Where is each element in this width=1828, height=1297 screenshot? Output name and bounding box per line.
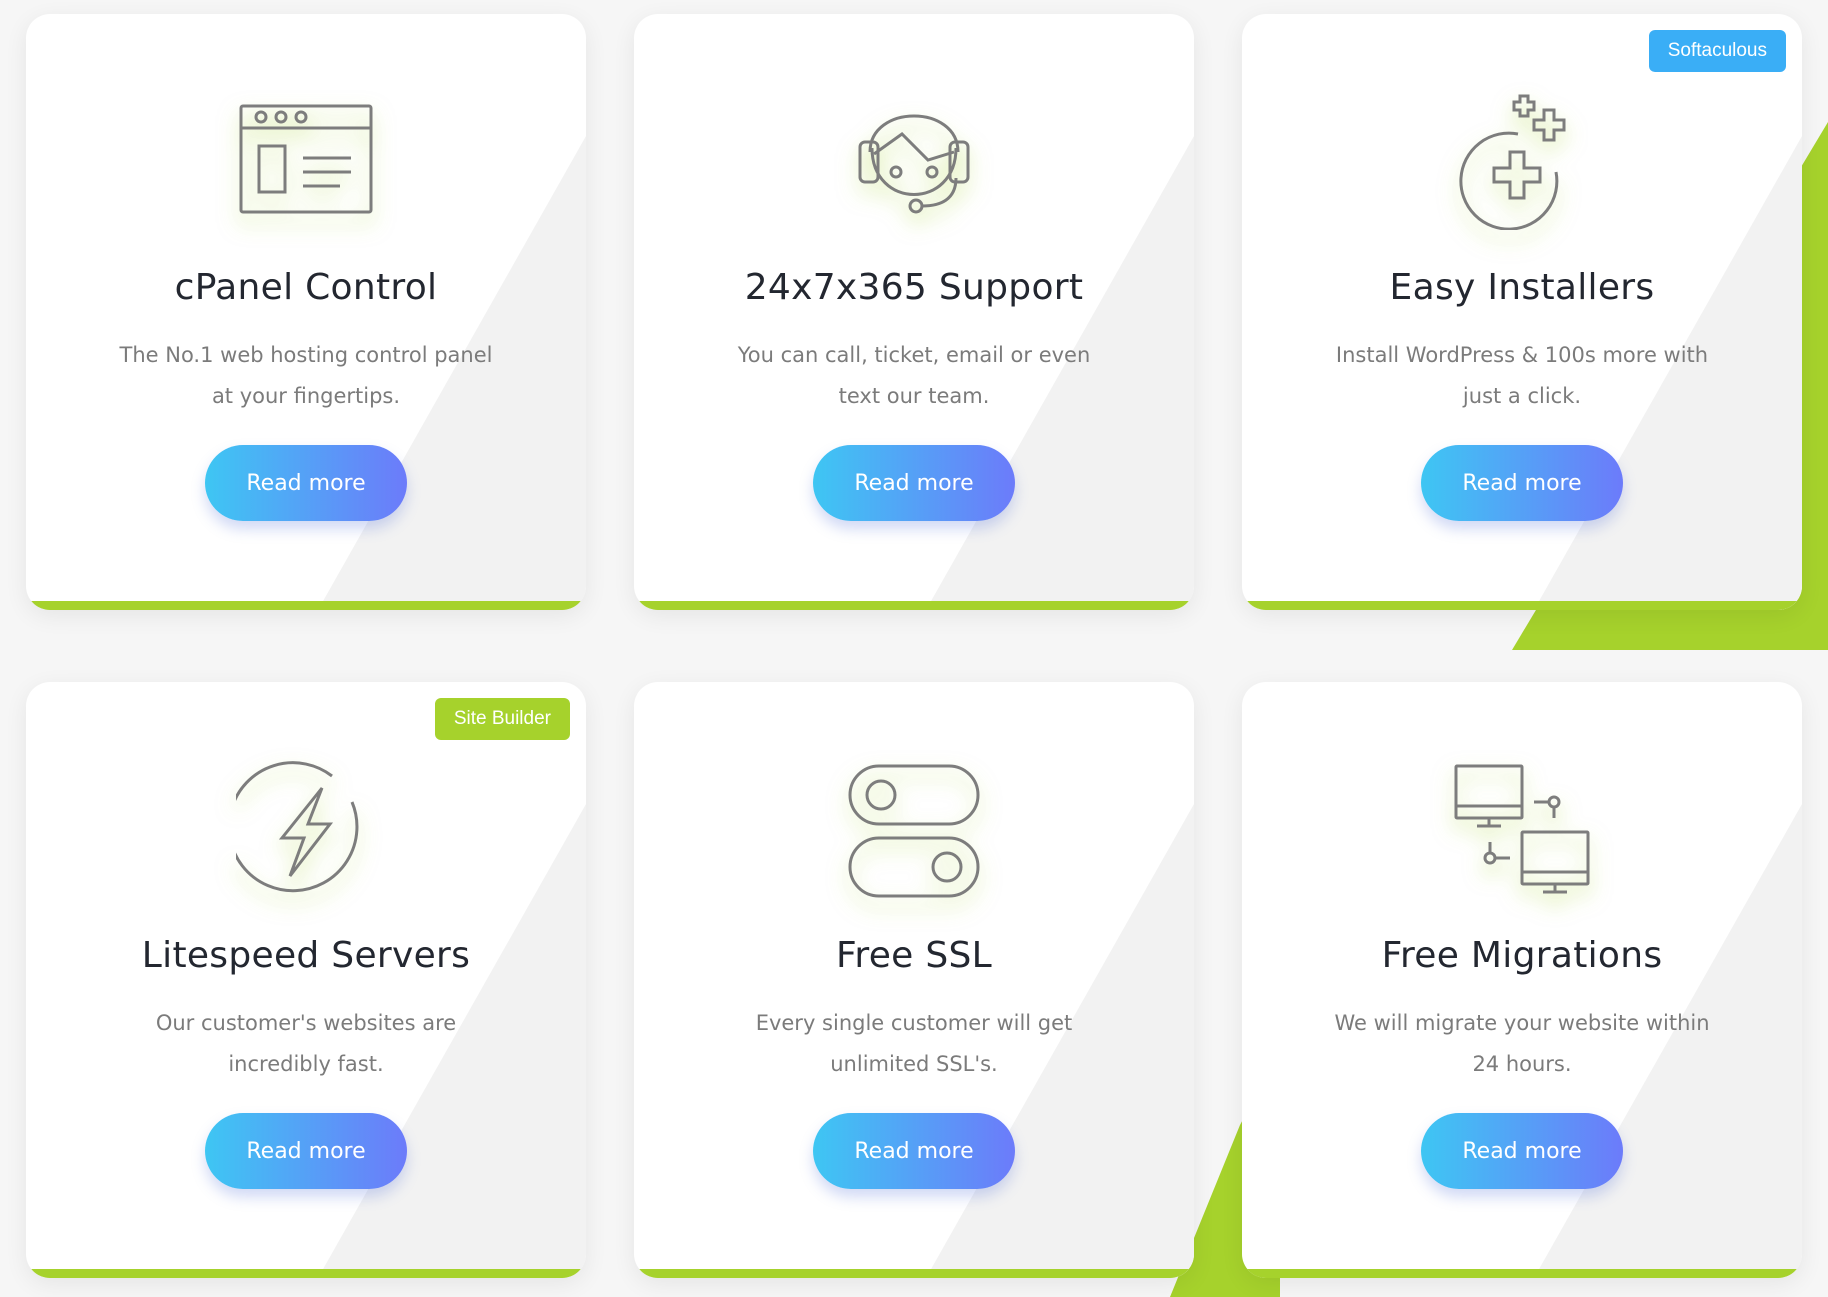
card-title: Free SSL — [836, 935, 992, 976]
card-description: The No.1 web hosting control panel at yo… — [119, 343, 493, 409]
read-more-button[interactable]: Read more — [1421, 1113, 1623, 1190]
feature-card-ssl: Free SSL Every single customer will get … — [634, 682, 1194, 1278]
plus-installers-icon — [1452, 90, 1592, 230]
card-accent-bar — [26, 601, 586, 610]
browser-window-icon — [236, 90, 376, 230]
card-description: Install WordPress & 100s more with just … — [1335, 343, 1709, 409]
read-more-button[interactable]: Read more — [205, 1113, 407, 1190]
card-description: Our customer's websites are incredibly f… — [155, 1011, 457, 1077]
feature-card-installers: Softaculous Easy Installers Install Word… — [1242, 14, 1802, 610]
card-accent-bar — [26, 1269, 586, 1278]
feature-card-litespeed: Site Builder Litespeed Servers Our custo… — [26, 682, 586, 1278]
computer-network-icon — [1452, 758, 1592, 898]
read-more-button[interactable]: Read more — [205, 445, 407, 522]
toggle-switches-icon — [844, 758, 984, 898]
card-title: Free Migrations — [1381, 935, 1663, 976]
support-headset-icon — [844, 90, 984, 230]
card-title: Easy Installers — [1389, 267, 1655, 308]
features-grid: cPanel Control The No.1 web hosting cont… — [26, 14, 1802, 1278]
card-title: Litespeed Servers — [141, 935, 471, 976]
card-description: We will migrate your website within 24 h… — [1334, 1011, 1710, 1077]
card-accent-bar — [1242, 1269, 1802, 1278]
site-builder-badge: Site Builder — [434, 698, 570, 740]
softaculous-badge: Softaculous — [1648, 30, 1786, 72]
card-description: You can call, ticket, email or even text… — [737, 343, 1091, 409]
lightning-bolt-icon — [236, 758, 376, 898]
feature-card-support: 24x7x365 Support You can call, ticket, e… — [634, 14, 1194, 610]
card-title: 24x7x365 Support — [744, 267, 1084, 308]
card-accent-bar — [634, 1269, 1194, 1278]
feature-card-migrations: Free Migrations We will migrate your web… — [1242, 682, 1802, 1278]
card-title: cPanel Control — [174, 267, 438, 308]
card-accent-bar — [1242, 601, 1802, 610]
read-more-button[interactable]: Read more — [813, 1113, 1015, 1190]
card-description: Every single customer will get unlimited… — [755, 1011, 1073, 1077]
read-more-button[interactable]: Read more — [813, 445, 1015, 522]
feature-card-cpanel: cPanel Control The No.1 web hosting cont… — [26, 14, 586, 610]
read-more-button[interactable]: Read more — [1421, 445, 1623, 522]
card-accent-bar — [634, 601, 1194, 610]
